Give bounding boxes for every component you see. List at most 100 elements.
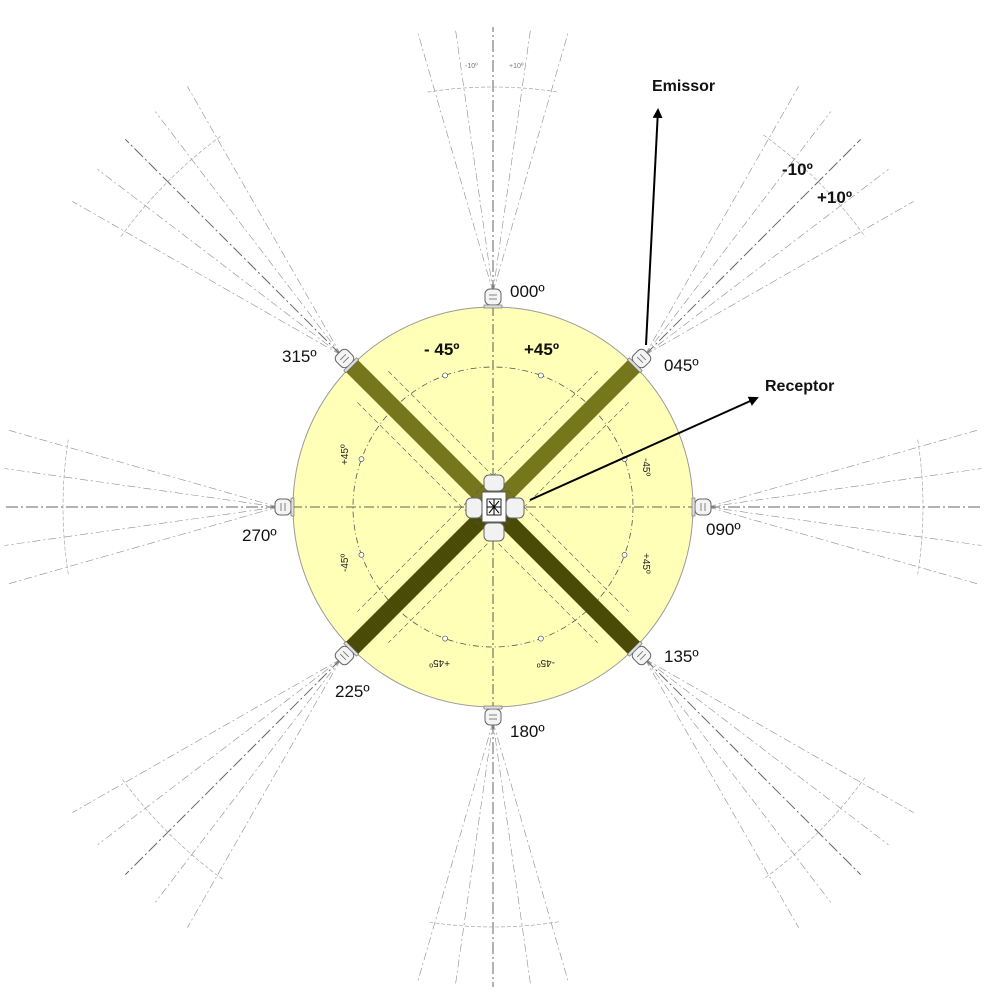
beam-edge [707,430,978,508]
label-180: 180º [510,722,545,741]
beam-edge [417,32,494,293]
quadrant-label-plus45: +45º [524,340,559,359]
sensor-unit-icon [626,348,652,374]
sensor-detail [636,650,644,658]
arc-label-left-lower: -45º [340,554,351,572]
sensor-base [691,497,696,517]
quadrant-label-minus45: - 45º [424,340,460,359]
arc-label-bottom-right: -45º [537,657,555,668]
beam-edge [155,658,342,903]
beam-cone-45 [644,86,914,356]
sensor-detail [339,353,347,361]
arc-label-bottom-left: +45º [429,657,450,668]
sensor-base [626,357,643,374]
beam-arc [427,86,559,93]
receptor-arrow-icon [529,396,759,501]
beam-edge [492,721,569,982]
sensor-base [626,640,643,657]
label-000: 000º [510,282,545,301]
arc-marker [538,635,544,642]
label-225: 225º [335,682,370,701]
beam-axis [644,138,862,356]
beam-edge [707,468,982,508]
bar-135-dark [498,512,641,655]
sensor-detail [339,653,347,661]
beam-edge [707,506,978,584]
beam-arc [917,439,924,575]
emissor-arrow-icon [645,108,663,346]
beam-edge [187,658,342,928]
arc-marker [538,372,544,379]
beam-cone-315 [72,86,342,356]
beam-edge [644,658,889,845]
arc-label-right-lower: +45º [640,553,651,574]
sensor-body [274,498,292,516]
sensor-unit-icon [483,705,503,726]
beam-label-plus10: +10º [817,188,852,207]
sensor-unit-icon [626,640,652,666]
beam-cone-135 [644,658,914,928]
beam-cone-90 [707,430,983,584]
sensor-detail [639,653,647,661]
guide-line [388,402,629,643]
beam-edge [644,658,831,903]
beam-arc [120,777,223,880]
beam-label-minus10: -10º [782,160,813,179]
beam-cone-180 [417,721,569,987]
arc-markers [358,372,628,642]
sensor-body [484,288,502,306]
beam-arc [763,134,866,237]
arc-marker [358,456,365,462]
sensor-base [290,497,295,517]
beam-edge [97,169,342,356]
sensor-body [484,708,502,726]
beam-arc [62,439,69,575]
beam-arc [120,134,223,237]
sensor-unit-icon [274,497,295,517]
sensor-base [483,304,503,309]
arc-marker [358,552,365,558]
arc-marker [621,552,628,558]
beam-edge [707,506,982,546]
guide-lines [357,371,629,643]
sensor-detail [636,356,644,364]
beam-axis [124,658,342,876]
beam-label-tiny-plus10: +10º [509,63,524,70]
emissor-label: Emissor [652,78,715,95]
sensor-base [343,357,360,374]
beam-edge [4,506,279,546]
beam-arc [763,777,866,880]
sensor-base [343,640,360,657]
beam-edge [492,32,569,293]
sensor-detail [342,650,350,658]
beam-edge [8,430,279,508]
beam-edge [644,86,799,356]
sensor-unit-icon [691,497,712,517]
beam-edge [492,28,531,293]
arc-marker [442,635,448,642]
beam-cone-225 [72,658,342,928]
beam-edge [155,111,342,356]
guide-line [357,402,598,643]
sensor-units [274,288,712,726]
beam-edge [8,506,279,584]
sensor-base [483,705,503,710]
beam-cone-0 [417,27,569,293]
beam-edge [644,658,799,928]
beam-label-tiny-minus10: -10º [465,63,478,70]
beam-edge [644,169,889,356]
beam-edge [644,658,914,813]
beam-edge [644,111,831,356]
receptor-label: Receptor [765,378,834,395]
beam-edge [644,201,914,356]
arc-label-right-upper: -45º [640,458,651,476]
sensor-unit-icon [334,640,360,666]
center-hub-icon [465,474,525,542]
beam-cone-270 [3,430,279,584]
guide-line [388,371,629,612]
beam-edge [455,721,494,986]
arc-marker [442,372,448,379]
sensor-detail [342,356,350,364]
arc-label-left-upper: +45º [340,444,351,465]
